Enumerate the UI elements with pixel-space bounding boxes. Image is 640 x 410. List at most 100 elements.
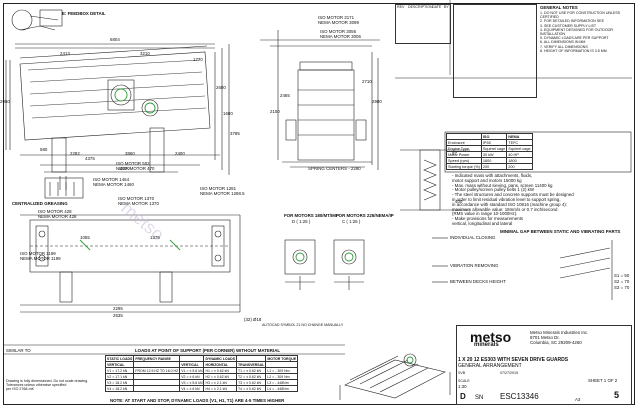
spring-support-detail — [400, 149, 470, 211]
drawing-title-2: GENERAL ARRANGEMENT — [458, 363, 522, 369]
gap-s1: S1 = 50 — [614, 273, 630, 278]
dim-4375: 4375 — [85, 156, 95, 161]
dim-2413: 2413 — [60, 51, 70, 56]
dim-1770: 1770 — [193, 57, 203, 62]
gap-s3: S3 = 70 — [614, 285, 630, 290]
view-d-scale: D ( 1:25 ) — [292, 219, 311, 224]
left-note-1: Drawing is fully dimensioned. Do not sca… — [6, 379, 89, 383]
metso-logo-sub: minerals — [474, 342, 499, 348]
rev-col-rev: REV — [397, 5, 405, 9]
company-addr1: 8701 Metso Dr. — [530, 335, 560, 340]
dim-2950: 2950 — [0, 99, 10, 104]
motor-nema-3099: NEMA MOTOR 3099 — [318, 20, 359, 25]
view-d-motor-label: FOR MOTORS 180/MT/IMP — [284, 213, 339, 218]
hole-callout: (32) Ø18 — [244, 317, 262, 322]
dim-1680: 1680 — [223, 111, 233, 116]
dim-2282: 2282 — [70, 151, 80, 156]
motor-table-cell: 200 — [480, 163, 508, 170]
motor-nema-1370: NEMA MOTOR 1370 — [118, 201, 159, 206]
motor-iso-3171: ISO MOTOR 3171 — [318, 15, 355, 20]
dim-3210: 3210 — [140, 51, 150, 56]
load-table-cell: L4 = - 448Nm — [265, 385, 299, 392]
dim-2150: 2150 — [270, 109, 280, 114]
company-addr2: Columbia, SC 29209-4260 — [530, 340, 582, 345]
general-note-item: 4. EQUIPMENT DESIGNED FOR OUTDOOR — [540, 27, 614, 32]
load-table-cell: T4 = ± 0.62 kN — [236, 385, 267, 392]
scale-value: 1:30 — [458, 384, 467, 389]
dim-2465: 2465 — [280, 93, 290, 98]
legend-item-closing: INDIVIDUAL CLOSING — [450, 235, 496, 240]
dim-2600: 2600 — [216, 85, 226, 90]
installation-note-line: in accordance with standard ISO 10816 (m… — [452, 201, 567, 207]
motor-nema-1288: NEMA MOTOR 1288.5 — [200, 191, 245, 196]
similar-to-label: SIMILAR TO — [6, 348, 31, 353]
feedbox-detail-view — [11, 9, 63, 31]
dim-1055: 1055 — [80, 235, 90, 240]
green-accents — [79, 88, 414, 364]
installation-note-line: vertical, longitudinal and lateral — [452, 221, 513, 226]
general-notes-header: GENERAL NOTES — [540, 5, 578, 10]
isometric-view — [339, 353, 451, 400]
dim-1375: 1375 — [150, 235, 160, 240]
motor-iso-3056: ISO MOTOR 3056 — [320, 29, 357, 34]
dim-3860: 3860 — [125, 151, 135, 156]
dim-2535: 2535 — [113, 313, 123, 318]
general-note-item: 6. ALL DIMENSIONS IN MM — [540, 40, 586, 45]
size-letter: D — [460, 392, 466, 401]
legend-title: MINIMAL GAP BETWEEN STATIC AND VIBRATING… — [500, 229, 621, 234]
installation-note-line: - Make provisions for measurements — [452, 216, 524, 222]
sheet-number: SHEET 1 OF 2 — [588, 378, 618, 383]
dim-2400: 2400 — [175, 151, 185, 156]
motor-nema-428: NEMA MOTOR 428 — [38, 214, 77, 219]
gap-s2: S2 = 70 — [614, 279, 630, 284]
general-note-item: 8. HEIGHT OF INFORMATION IS 3.5 MM — [540, 48, 607, 53]
general-note-item: 2. FOR DETAILED INFORMATION SEE — [540, 19, 604, 24]
side-elevation-view — [5, 43, 230, 190]
load-table-cell: V4 = ± 6 kN — [179, 385, 205, 392]
motor-nema-1199: NEMA MOTOR 1199 — [20, 256, 61, 261]
view-c-scale: C ( 1:25 ) — [342, 219, 361, 224]
installation-note-line: - Indicated mass with attachments, fluid… — [452, 173, 533, 178]
motor-nema-1460: NEMA MOTOR 1460 — [93, 182, 134, 187]
title-block — [456, 325, 632, 405]
autocad-stamp: AUTOCAD SYMBOL 21 NO CHANGE MANUALLY — [262, 323, 344, 327]
legend-item-decks: BETWEEN DECKS HEIGHT — [450, 279, 506, 284]
load-table-note: NOTE: AT START AND STOP, DYNAMIC LOADS (… — [110, 398, 285, 403]
scale-label: SCALE — [458, 379, 470, 383]
dim-400: 400 — [455, 199, 463, 204]
motor-nema-3006: NEMA MOTOR 3006 — [320, 34, 361, 39]
motor-iso-1464: ISO MOTOR 1464 — [93, 177, 130, 182]
spec-sheet-column — [453, 4, 537, 98]
rev-col-by: BY — [444, 5, 449, 9]
dim-2980: 2980 — [372, 99, 382, 104]
motor-iso-502: ISO MOTOR 502 — [116, 161, 150, 166]
installation-note-line: - Motor pulley/screen pulley belts 1 (2)… — [452, 187, 534, 193]
dim-580: 580 — [40, 147, 48, 152]
installation-note-line: - The steel structures and concrete supp… — [452, 192, 574, 198]
drawn-date: 07/27/2015 — [500, 371, 518, 375]
installation-note-line: in order to limit residual vibration lev… — [452, 197, 561, 202]
detail-label: E: FEEDBOX DETAIL — [62, 11, 106, 16]
drawn-by: SVB — [458, 371, 466, 375]
rev-col-date: DATE — [432, 5, 442, 9]
legend-item-vibration: VIBRATION REMOVING — [450, 263, 499, 268]
left-note-3: per ISO 2768-mK — [6, 387, 34, 391]
metso-logo: metso — [470, 329, 512, 345]
general-note-item: 7. VERIFY ALL DIMENSIONS — [540, 44, 588, 49]
motor-iso-1199: ISO MOTOR 1199 — [20, 251, 56, 256]
motor-nema-470: NEMA MOTOR 470 — [116, 166, 155, 171]
dim-2295: 2295 — [113, 306, 123, 311]
spring-centers-label: SPRING CENTERS - 2280 — [308, 166, 361, 171]
load-table-title: LOADS AT POINT OF SUPPORT (PER CORNER) W… — [135, 348, 281, 353]
installation-note-line: (RMS value in range 10-1000Hz). — [452, 211, 518, 217]
dim-2710: 2710 — [362, 79, 372, 84]
gap-diagram — [559, 240, 613, 300]
dim-3785: 3785 — [230, 131, 240, 136]
view-c-motor-label: FOR MOTORS 225/NEMA/IP — [336, 213, 394, 218]
motor-iso-1370: ISO MOTOR 1370 — [118, 196, 155, 201]
load-table-cell — [133, 385, 181, 392]
